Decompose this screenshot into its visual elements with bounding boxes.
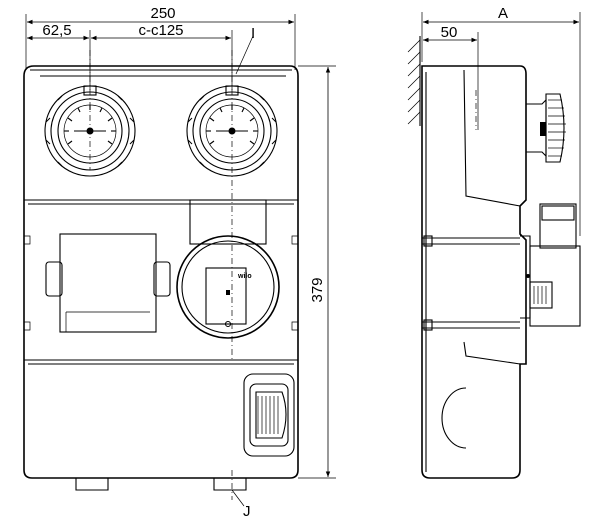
dimension-wall-offset: 50 xyxy=(423,24,479,130)
side-view: A 50 xyxy=(407,5,581,479)
dim-label-wall-offset: 50 xyxy=(441,24,458,41)
side-thermometer-knob xyxy=(526,93,566,163)
thermometer-dial-right xyxy=(186,85,278,177)
dimension-depth: A xyxy=(421,5,581,236)
side-pump-controller xyxy=(520,203,581,327)
valve-block-left xyxy=(45,233,171,333)
pump-assembly: wilo xyxy=(176,199,280,339)
heat-meter-housing xyxy=(243,373,295,457)
pump-brand-label: wilo xyxy=(237,273,252,280)
dim-label-depth: A xyxy=(498,5,508,22)
callout-top: I xyxy=(235,25,255,75)
dim-label-center-distance: c-c125 xyxy=(138,22,183,39)
dimension-height: 379 xyxy=(298,65,336,479)
dimension-offsets: 62,5 c-c125 xyxy=(27,22,233,90)
dim-label-overall-width: 250 xyxy=(150,5,175,22)
callout-bottom: J xyxy=(231,489,251,520)
dimension-overall-width: 250 xyxy=(25,5,296,70)
front-view: 250 62,5 c-c125 I 379 xyxy=(23,5,336,520)
dim-label-offset: 62,5 xyxy=(42,22,71,39)
callout-label-top: I xyxy=(251,25,255,42)
side-housing xyxy=(421,65,527,479)
wall-hatching xyxy=(407,36,421,126)
callout-label-bottom: J xyxy=(243,503,251,520)
dim-label-height: 379 xyxy=(309,277,326,302)
thermometer-dial-left xyxy=(44,85,136,177)
housing-outline xyxy=(23,65,299,491)
